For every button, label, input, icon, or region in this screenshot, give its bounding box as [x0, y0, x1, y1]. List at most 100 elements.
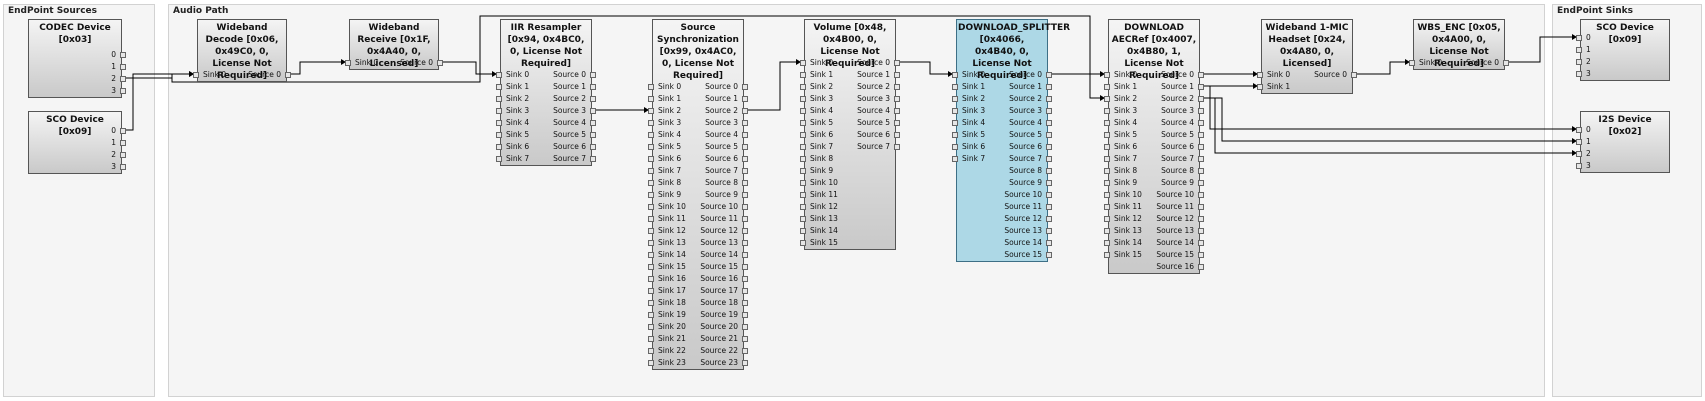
port-connector-icon[interactable] — [800, 204, 806, 210]
port-connector-icon[interactable] — [648, 312, 654, 318]
port-connector-icon[interactable] — [590, 156, 596, 162]
input-port[interactable]: Sink 13 — [800, 213, 850, 225]
port-connector-icon[interactable] — [1046, 204, 1052, 210]
input-port[interactable]: Sink 2 — [800, 81, 850, 93]
input-port[interactable]: Sink 3 — [800, 93, 850, 105]
output-port[interactable]: Source 6 — [698, 153, 748, 165]
port-connector-icon[interactable] — [1104, 132, 1110, 138]
port-connector-icon[interactable] — [120, 52, 126, 58]
port-connector-icon[interactable] — [1104, 108, 1110, 114]
port-connector-icon[interactable] — [120, 76, 126, 82]
port-connector-icon[interactable] — [894, 96, 900, 102]
node-dlsplit[interactable]: DOWNLOAD_SPLITTER [0x4066, 0x4B40, 0, Li… — [952, 19, 1070, 262]
port-connector-icon[interactable] — [1576, 71, 1582, 77]
port-connector-icon[interactable] — [285, 72, 291, 78]
input-port[interactable]: Sink 8 — [648, 177, 698, 189]
input-port[interactable]: Sink 7 — [496, 153, 546, 165]
port-connector-icon[interactable] — [742, 108, 748, 114]
output-port[interactable]: Source 7 — [546, 153, 596, 165]
port-connector-icon[interactable] — [1104, 228, 1110, 234]
port-connector-icon[interactable] — [648, 336, 654, 342]
output-port[interactable]: Source 2 — [546, 93, 596, 105]
output-port[interactable]: Source 1 — [1002, 81, 1052, 93]
port-connector-icon[interactable] — [800, 84, 806, 90]
output-port[interactable]: Source 16 — [698, 273, 748, 285]
input-port[interactable]: Sink 5 — [648, 141, 698, 153]
node-volume[interactable]: Volume [0x48, 0x4B00, 0, License Not Req… — [800, 19, 900, 250]
port-connector-icon[interactable] — [648, 192, 654, 198]
output-port[interactable]: Source 0 — [1002, 69, 1052, 81]
output-port[interactable]: Source 16 — [1154, 261, 1204, 273]
port-connector-icon[interactable] — [1104, 180, 1110, 186]
input-port[interactable]: Sink 4 — [1104, 117, 1154, 129]
port-connector-icon[interactable] — [1198, 144, 1204, 150]
port-connector-icon[interactable] — [1046, 168, 1052, 174]
output-port[interactable]: 3 — [29, 85, 126, 97]
port-connector-icon[interactable] — [120, 88, 126, 94]
port-connector-icon[interactable] — [742, 336, 748, 342]
input-port[interactable]: Sink 7 — [952, 153, 1002, 165]
input-port[interactable]: Sink 14 — [800, 225, 850, 237]
port-connector-icon[interactable] — [1198, 264, 1204, 270]
input-port[interactable]: Sink 0 — [800, 57, 850, 69]
port-connector-icon[interactable] — [648, 168, 654, 174]
node-wbsenc[interactable]: WBS_ENC [0x05, 0x4A00, 0, License Not Re… — [1409, 19, 1509, 70]
output-port[interactable]: Source 15 — [698, 261, 748, 273]
output-port[interactable]: Source 3 — [1154, 105, 1204, 117]
input-port[interactable]: Sink 15 — [648, 261, 698, 273]
port-connector-icon[interactable] — [1198, 156, 1204, 162]
output-port[interactable]: Source 5 — [546, 129, 596, 141]
input-port[interactable]: Sink 4 — [648, 129, 698, 141]
output-port[interactable]: Source 19 — [698, 309, 748, 321]
port-connector-icon[interactable] — [1104, 240, 1110, 246]
output-port[interactable]: Source 8 — [698, 177, 748, 189]
output-port[interactable]: Source 7 — [1002, 153, 1052, 165]
port-connector-icon[interactable] — [648, 216, 654, 222]
output-port[interactable]: Source 9 — [698, 189, 748, 201]
input-port[interactable]: Sink 1 — [1104, 81, 1154, 93]
output-port[interactable]: Source 9 — [1002, 177, 1052, 189]
output-port[interactable]: Source 5 — [1002, 129, 1052, 141]
port-connector-icon[interactable] — [590, 108, 596, 114]
port-connector-icon[interactable] — [1104, 204, 1110, 210]
port-connector-icon[interactable] — [952, 96, 958, 102]
output-port[interactable]: Source 11 — [1002, 201, 1052, 213]
port-connector-icon[interactable] — [1104, 192, 1110, 198]
port-connector-icon[interactable] — [800, 156, 806, 162]
port-connector-icon[interactable] — [742, 132, 748, 138]
input-port[interactable]: Sink 2 — [1104, 93, 1154, 105]
port-connector-icon[interactable] — [742, 228, 748, 234]
port-connector-icon[interactable] — [1198, 168, 1204, 174]
input-port[interactable]: Sink 14 — [648, 249, 698, 261]
port-connector-icon[interactable] — [496, 132, 502, 138]
port-connector-icon[interactable] — [1104, 216, 1110, 222]
port-connector-icon[interactable] — [742, 240, 748, 246]
input-port[interactable]: Sink 15 — [1104, 249, 1154, 261]
output-port[interactable]: Source 4 — [1154, 117, 1204, 129]
port-connector-icon[interactable] — [1198, 252, 1204, 258]
port-connector-icon[interactable] — [1104, 120, 1110, 126]
port-connector-icon[interactable] — [120, 140, 126, 146]
port-connector-icon[interactable] — [800, 180, 806, 186]
input-port[interactable]: Sink 3 — [1104, 105, 1154, 117]
output-port[interactable]: Source 23 — [698, 357, 748, 369]
port-connector-icon[interactable] — [590, 96, 596, 102]
output-port[interactable]: Source 2 — [1154, 93, 1204, 105]
port-connector-icon[interactable] — [742, 252, 748, 258]
port-connector-icon[interactable] — [1576, 59, 1582, 65]
input-port[interactable]: Sink 0 — [1409, 57, 1459, 69]
output-port[interactable]: Source 3 — [850, 93, 900, 105]
port-connector-icon[interactable] — [1104, 72, 1110, 78]
port-connector-icon[interactable] — [800, 120, 806, 126]
input-port[interactable]: 0 — [1576, 124, 1669, 136]
port-connector-icon[interactable] — [742, 324, 748, 330]
port-connector-icon[interactable] — [742, 312, 748, 318]
output-port[interactable]: Source 13 — [1002, 225, 1052, 237]
port-connector-icon[interactable] — [1576, 47, 1582, 53]
output-port[interactable]: Source 12 — [1154, 213, 1204, 225]
port-connector-icon[interactable] — [742, 300, 748, 306]
output-port[interactable]: Source 6 — [1154, 141, 1204, 153]
output-port[interactable]: 1 — [29, 61, 126, 73]
port-connector-icon[interactable] — [894, 144, 900, 150]
